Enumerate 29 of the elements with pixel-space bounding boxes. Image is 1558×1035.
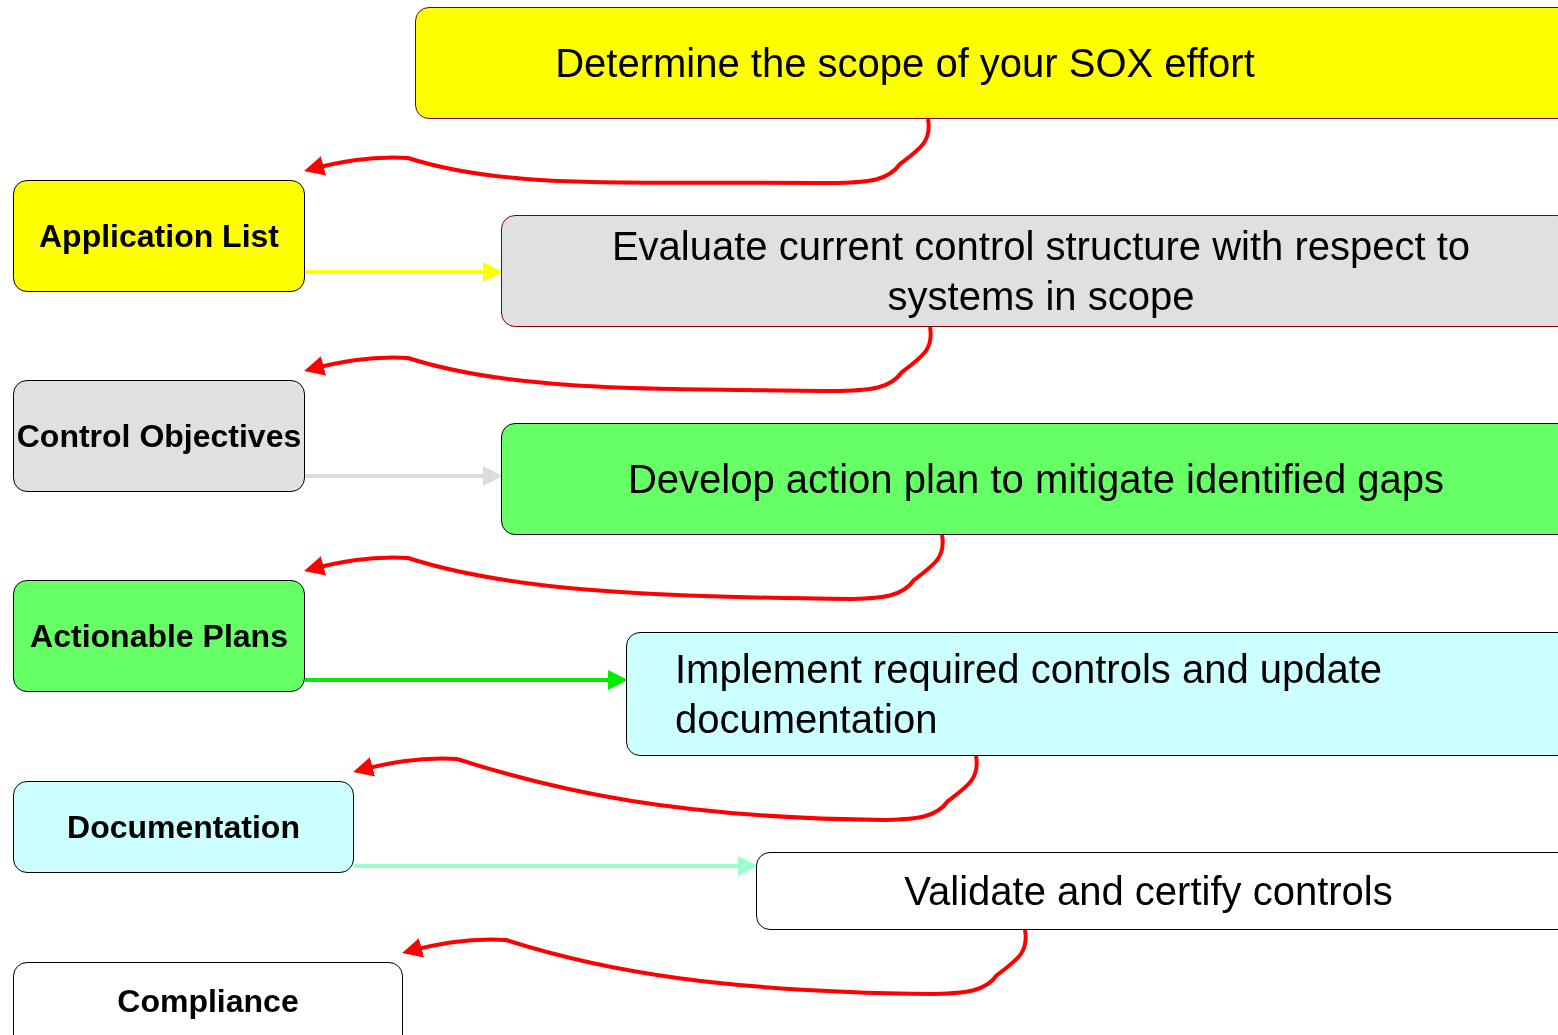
output-box	[13, 781, 354, 873]
output-box	[13, 180, 305, 292]
process-box	[501, 423, 1558, 535]
step-text: Implement required controls and update documentation	[675, 646, 1384, 743]
process-box	[501, 215, 1558, 327]
step-text: Evaluate current control structure with respect to systems in scope	[610, 223, 1472, 320]
output-label: Compliance	[117, 982, 299, 1021]
output-label: Control Objectives	[16, 417, 302, 456]
process-box	[415, 7, 1558, 119]
output-label: Actionable Plans	[30, 617, 288, 656]
arrow	[353, 755, 979, 822]
output-box	[13, 380, 305, 492]
process-box	[756, 852, 1558, 930]
step-text: Determine the scope of your SOX effort	[555, 40, 1255, 87]
process-box	[626, 632, 1558, 756]
arrow	[305, 466, 503, 486]
output-box	[13, 962, 403, 1035]
arrow	[354, 856, 758, 876]
arrow	[305, 670, 628, 690]
output-box	[13, 580, 305, 692]
arrow	[304, 118, 931, 185]
arrow	[304, 326, 933, 393]
output-label: Application List	[39, 217, 279, 256]
step-text: Develop action plan to mitigate identified gaps	[627, 456, 1445, 503]
output-label: Documentation	[67, 808, 300, 847]
arrow	[402, 929, 1028, 996]
arrow	[304, 534, 945, 601]
arrow	[305, 262, 503, 282]
step-text: Validate and certify controls	[904, 868, 1393, 915]
